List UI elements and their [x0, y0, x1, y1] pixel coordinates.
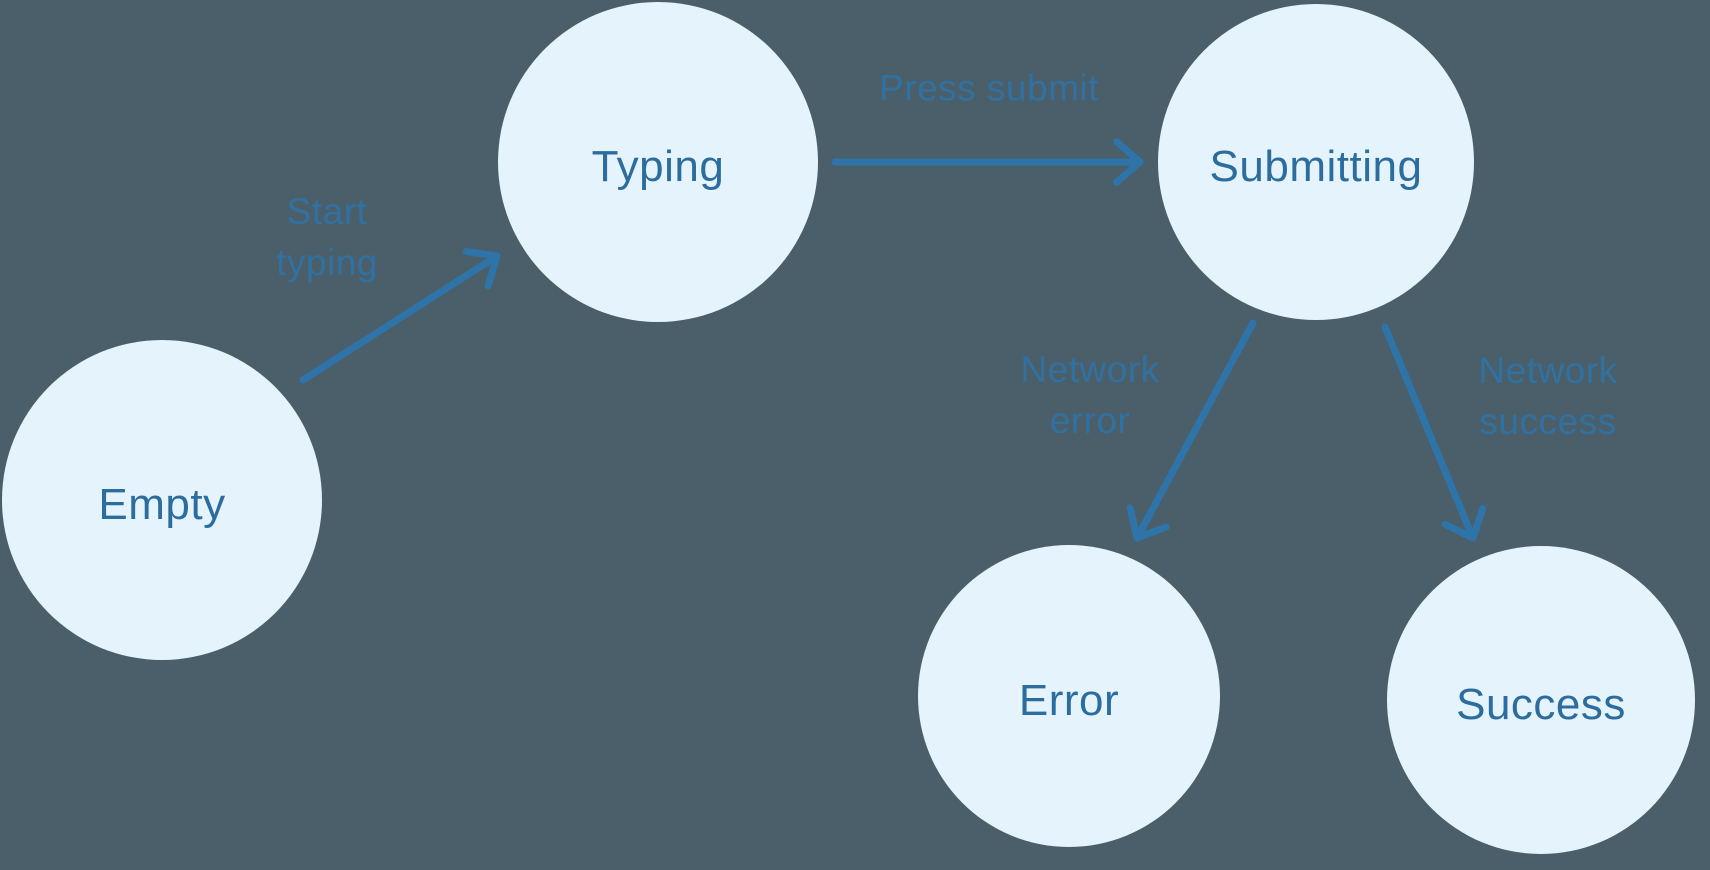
- arrowhead-icon: [462, 248, 501, 290]
- state-node-typing: [498, 2, 818, 322]
- arrowhead-icon: [1441, 505, 1487, 542]
- arrowhead-icon: [1126, 504, 1170, 542]
- transition-submitting-to-error: [1126, 319, 1257, 542]
- state-node-submitting: [1158, 4, 1474, 320]
- arrow-shaft: [299, 252, 501, 384]
- transition-submitting-to-success: [1381, 323, 1487, 542]
- state-node-error: [918, 545, 1220, 847]
- arrowhead-icon: [1113, 138, 1144, 186]
- transition-empty-to-typing: [299, 248, 501, 384]
- arrow-shaft: [1381, 323, 1477, 542]
- state-node-success: [1387, 546, 1695, 854]
- arrow-shaft: [1133, 319, 1257, 542]
- transition-typing-to-submitting: [831, 138, 1144, 186]
- state-node-empty: [2, 340, 322, 660]
